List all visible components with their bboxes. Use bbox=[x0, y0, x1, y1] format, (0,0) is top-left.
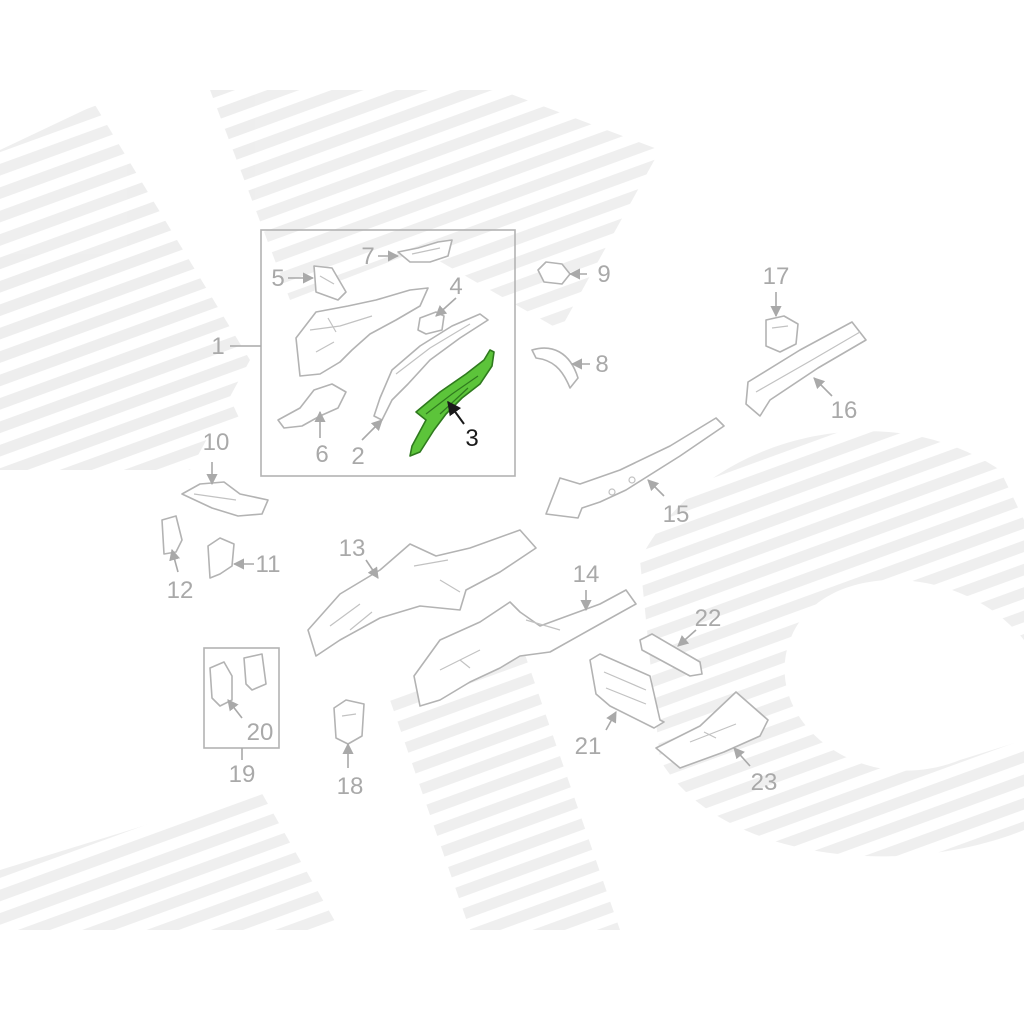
callout-5: 5 bbox=[271, 265, 284, 292]
part-16 bbox=[745, 321, 867, 417]
part-14 bbox=[413, 589, 637, 707]
callout-4: 4 bbox=[449, 273, 462, 300]
part-6 bbox=[277, 383, 347, 429]
callout-10: 10 bbox=[203, 429, 230, 456]
part-7 bbox=[397, 239, 453, 263]
callout-2: 2 bbox=[351, 443, 364, 470]
assembly-1-box bbox=[260, 229, 516, 477]
callout-20: 20 bbox=[247, 719, 274, 746]
callout-3: 3 bbox=[465, 425, 478, 452]
part-1-main bbox=[295, 287, 429, 377]
callout-14: 14 bbox=[573, 561, 600, 588]
watermark bbox=[0, 90, 1024, 930]
part-18 bbox=[333, 699, 365, 745]
callout-16: 16 bbox=[831, 397, 858, 424]
part-12 bbox=[161, 515, 183, 555]
callout-8: 8 bbox=[595, 351, 608, 378]
part-4 bbox=[417, 311, 445, 335]
callout-21: 21 bbox=[575, 733, 602, 760]
callout-23: 23 bbox=[751, 769, 778, 796]
callout-17: 17 bbox=[763, 263, 790, 290]
callout-19: 19 bbox=[229, 761, 256, 788]
part-15 bbox=[545, 417, 725, 519]
callout-15: 15 bbox=[663, 501, 690, 528]
leader-lines bbox=[169, 250, 833, 768]
callout-11: 11 bbox=[256, 551, 281, 578]
part-20 bbox=[209, 653, 267, 707]
callout-22: 22 bbox=[695, 605, 722, 632]
callout-9: 9 bbox=[597, 261, 610, 288]
callout-12: 12 bbox=[167, 577, 194, 604]
callout-labels: 1 2 3 4 5 6 7 8 9 10 11 12 13 14 15 16 1… bbox=[167, 243, 858, 800]
part-17 bbox=[765, 315, 799, 353]
part-5 bbox=[313, 265, 347, 301]
part-8 bbox=[531, 347, 579, 389]
callout-1: 1 bbox=[211, 333, 224, 360]
part-10 bbox=[181, 481, 269, 517]
part-11 bbox=[207, 537, 235, 579]
part-21 bbox=[589, 653, 665, 729]
callout-13: 13 bbox=[339, 535, 366, 562]
part-23 bbox=[655, 691, 769, 769]
callout-18: 18 bbox=[337, 773, 364, 800]
part-13 bbox=[307, 529, 537, 657]
part-22 bbox=[639, 633, 703, 677]
part-2 bbox=[373, 313, 489, 421]
callout-6: 6 bbox=[315, 441, 328, 468]
callout-7: 7 bbox=[361, 243, 374, 270]
